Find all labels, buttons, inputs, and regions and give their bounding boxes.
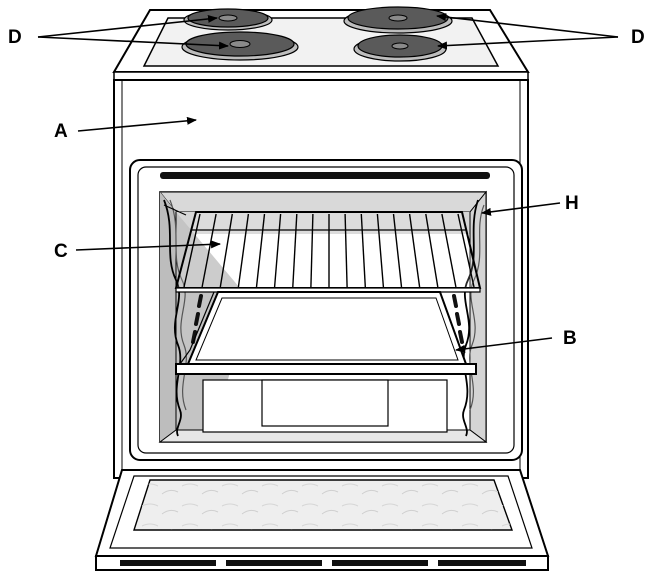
shelf-wire (292, 213, 298, 288)
arrow-a (77, 116, 197, 132)
shelf-wire (425, 213, 439, 288)
shelf-wire (344, 213, 348, 288)
label-b: B (563, 328, 577, 349)
shelf-wire (360, 213, 366, 288)
label-h: H (565, 193, 579, 214)
arrow-d-right-upper (436, 13, 619, 38)
arrow-d-right-lower (437, 36, 619, 50)
burner-back-right (343, 6, 453, 34)
baking-tray (175, 291, 477, 375)
shelf-wire (237, 213, 250, 288)
shelf-wire (201, 213, 217, 288)
arrow-d-left-lower (37, 36, 229, 50)
shelf-wire (255, 213, 266, 288)
shelf-wire (183, 213, 201, 288)
label-c: C (54, 241, 68, 262)
callout-arrows (37, 13, 619, 353)
door-glass-window (133, 479, 513, 531)
label-d-right: D (631, 27, 645, 48)
shelf-wire (457, 213, 475, 288)
side-vent-holes-left (191, 294, 203, 344)
label-a: A (54, 121, 68, 142)
burner-front-left (181, 31, 299, 61)
shelf-wire (392, 213, 403, 288)
arrow-h (481, 202, 561, 216)
shelf-wire (376, 213, 385, 288)
arrow-d-left-upper (37, 14, 218, 38)
shelf-wire (310, 213, 314, 288)
wire-shelf (174, 211, 482, 293)
arrow-c (75, 240, 221, 251)
arrow-b (455, 337, 553, 353)
label-d-left: D (8, 27, 22, 48)
shelf-wire (408, 213, 421, 288)
shelf-wire (273, 213, 282, 288)
shelf-wire (441, 213, 457, 288)
burner-front-right (353, 34, 447, 62)
side-vent-holes-right (452, 294, 464, 344)
shelf-wire (219, 213, 233, 288)
